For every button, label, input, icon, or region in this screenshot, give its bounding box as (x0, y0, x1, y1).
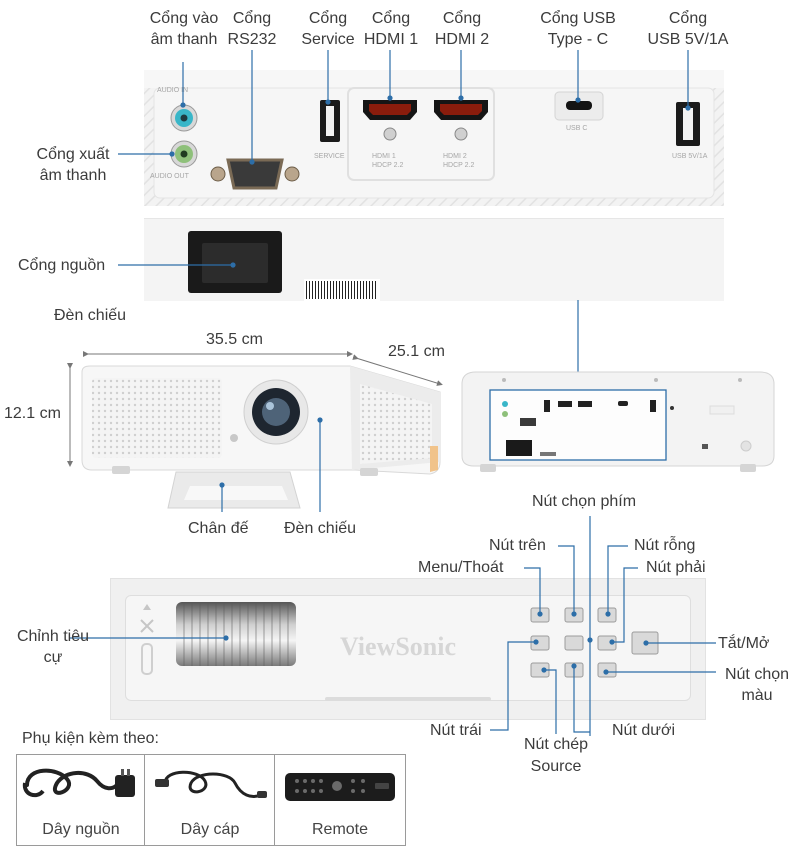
label-source: Nút chép Source (523, 736, 589, 775)
label-usbc: Cổng USB Type - C (540, 10, 616, 48)
label-usb5v: Cổng USB 5V/1A (647, 10, 729, 48)
rear-io-panel (144, 70, 724, 206)
accessory-label: Remote (311, 821, 369, 838)
label-right: Nút phải (646, 559, 706, 576)
remote-icon (285, 773, 395, 801)
label-audio-in: Cổng vào âm thanh (149, 10, 219, 48)
bottom-slot (325, 697, 491, 701)
marking-usb5v: USB 5V/1A (672, 153, 708, 160)
cable-icon (155, 770, 267, 798)
brand-logo: ViewSonic (340, 632, 457, 661)
dim-depth: 25.1 cm (388, 343, 445, 360)
label-stand: Chân đế (188, 520, 249, 537)
accessory-label: Dây nguồn (42, 821, 120, 838)
label-up: Nút trên (489, 537, 546, 554)
label-focus: Chỉnh tiêu cự (16, 628, 90, 666)
label-hdmi1: Cổng HDMI 1 (363, 10, 419, 48)
dim-height: 12.1 cm (4, 405, 61, 422)
label-service: Cổng Service (301, 10, 355, 48)
label-lens: Đèn chiếu (284, 520, 357, 537)
marking-audio-out: AUDIO OUT (150, 173, 189, 180)
barcode-label (304, 279, 380, 301)
projector-title: Đèn chiếu (54, 307, 127, 324)
marking-hdmi2: HDMI 2 HDCP 2.2 (443, 153, 475, 169)
label-left: Nút trái (430, 722, 482, 739)
dim-width: 35.5 cm (206, 331, 263, 348)
accessory-power-cord: Dây nguồn (16, 754, 146, 846)
marking-hdmi1: HDMI 1 HDCP 2.2 (372, 153, 404, 169)
accessory-label: Dây cáp (180, 821, 240, 838)
power-socket-inner (202, 243, 268, 283)
marking-usbc: USB C (566, 125, 588, 132)
accessories-title: Phụ kiện kèm theo: (22, 730, 159, 747)
accessory-cable: Dây cáp (144, 754, 276, 846)
label-power-btn: Tắt/Mở (718, 635, 770, 652)
label-down: Nút dưới (612, 722, 675, 739)
label-color: Nút chọn màu (724, 666, 790, 704)
label-power-port: Cổng nguồn (18, 257, 106, 274)
marking-audio-in: AUDIO IN (157, 87, 189, 94)
power-panel (144, 218, 724, 301)
accessory-remote: Remote (274, 754, 406, 846)
marking-service: SERVICE (314, 153, 345, 160)
label-audio-out: Cổng xuất âm thanh (36, 146, 110, 184)
label-menu: Menu/Thoát (418, 559, 504, 576)
power-cord-icon (22, 768, 135, 798)
label-rs232: Cổng RS232 (227, 10, 277, 48)
label-hdmi2: Cổng HDMI 2 (434, 10, 490, 48)
label-select-key: Nút chọn phím (532, 493, 637, 510)
label-blank: Nút rỗng (634, 537, 696, 554)
